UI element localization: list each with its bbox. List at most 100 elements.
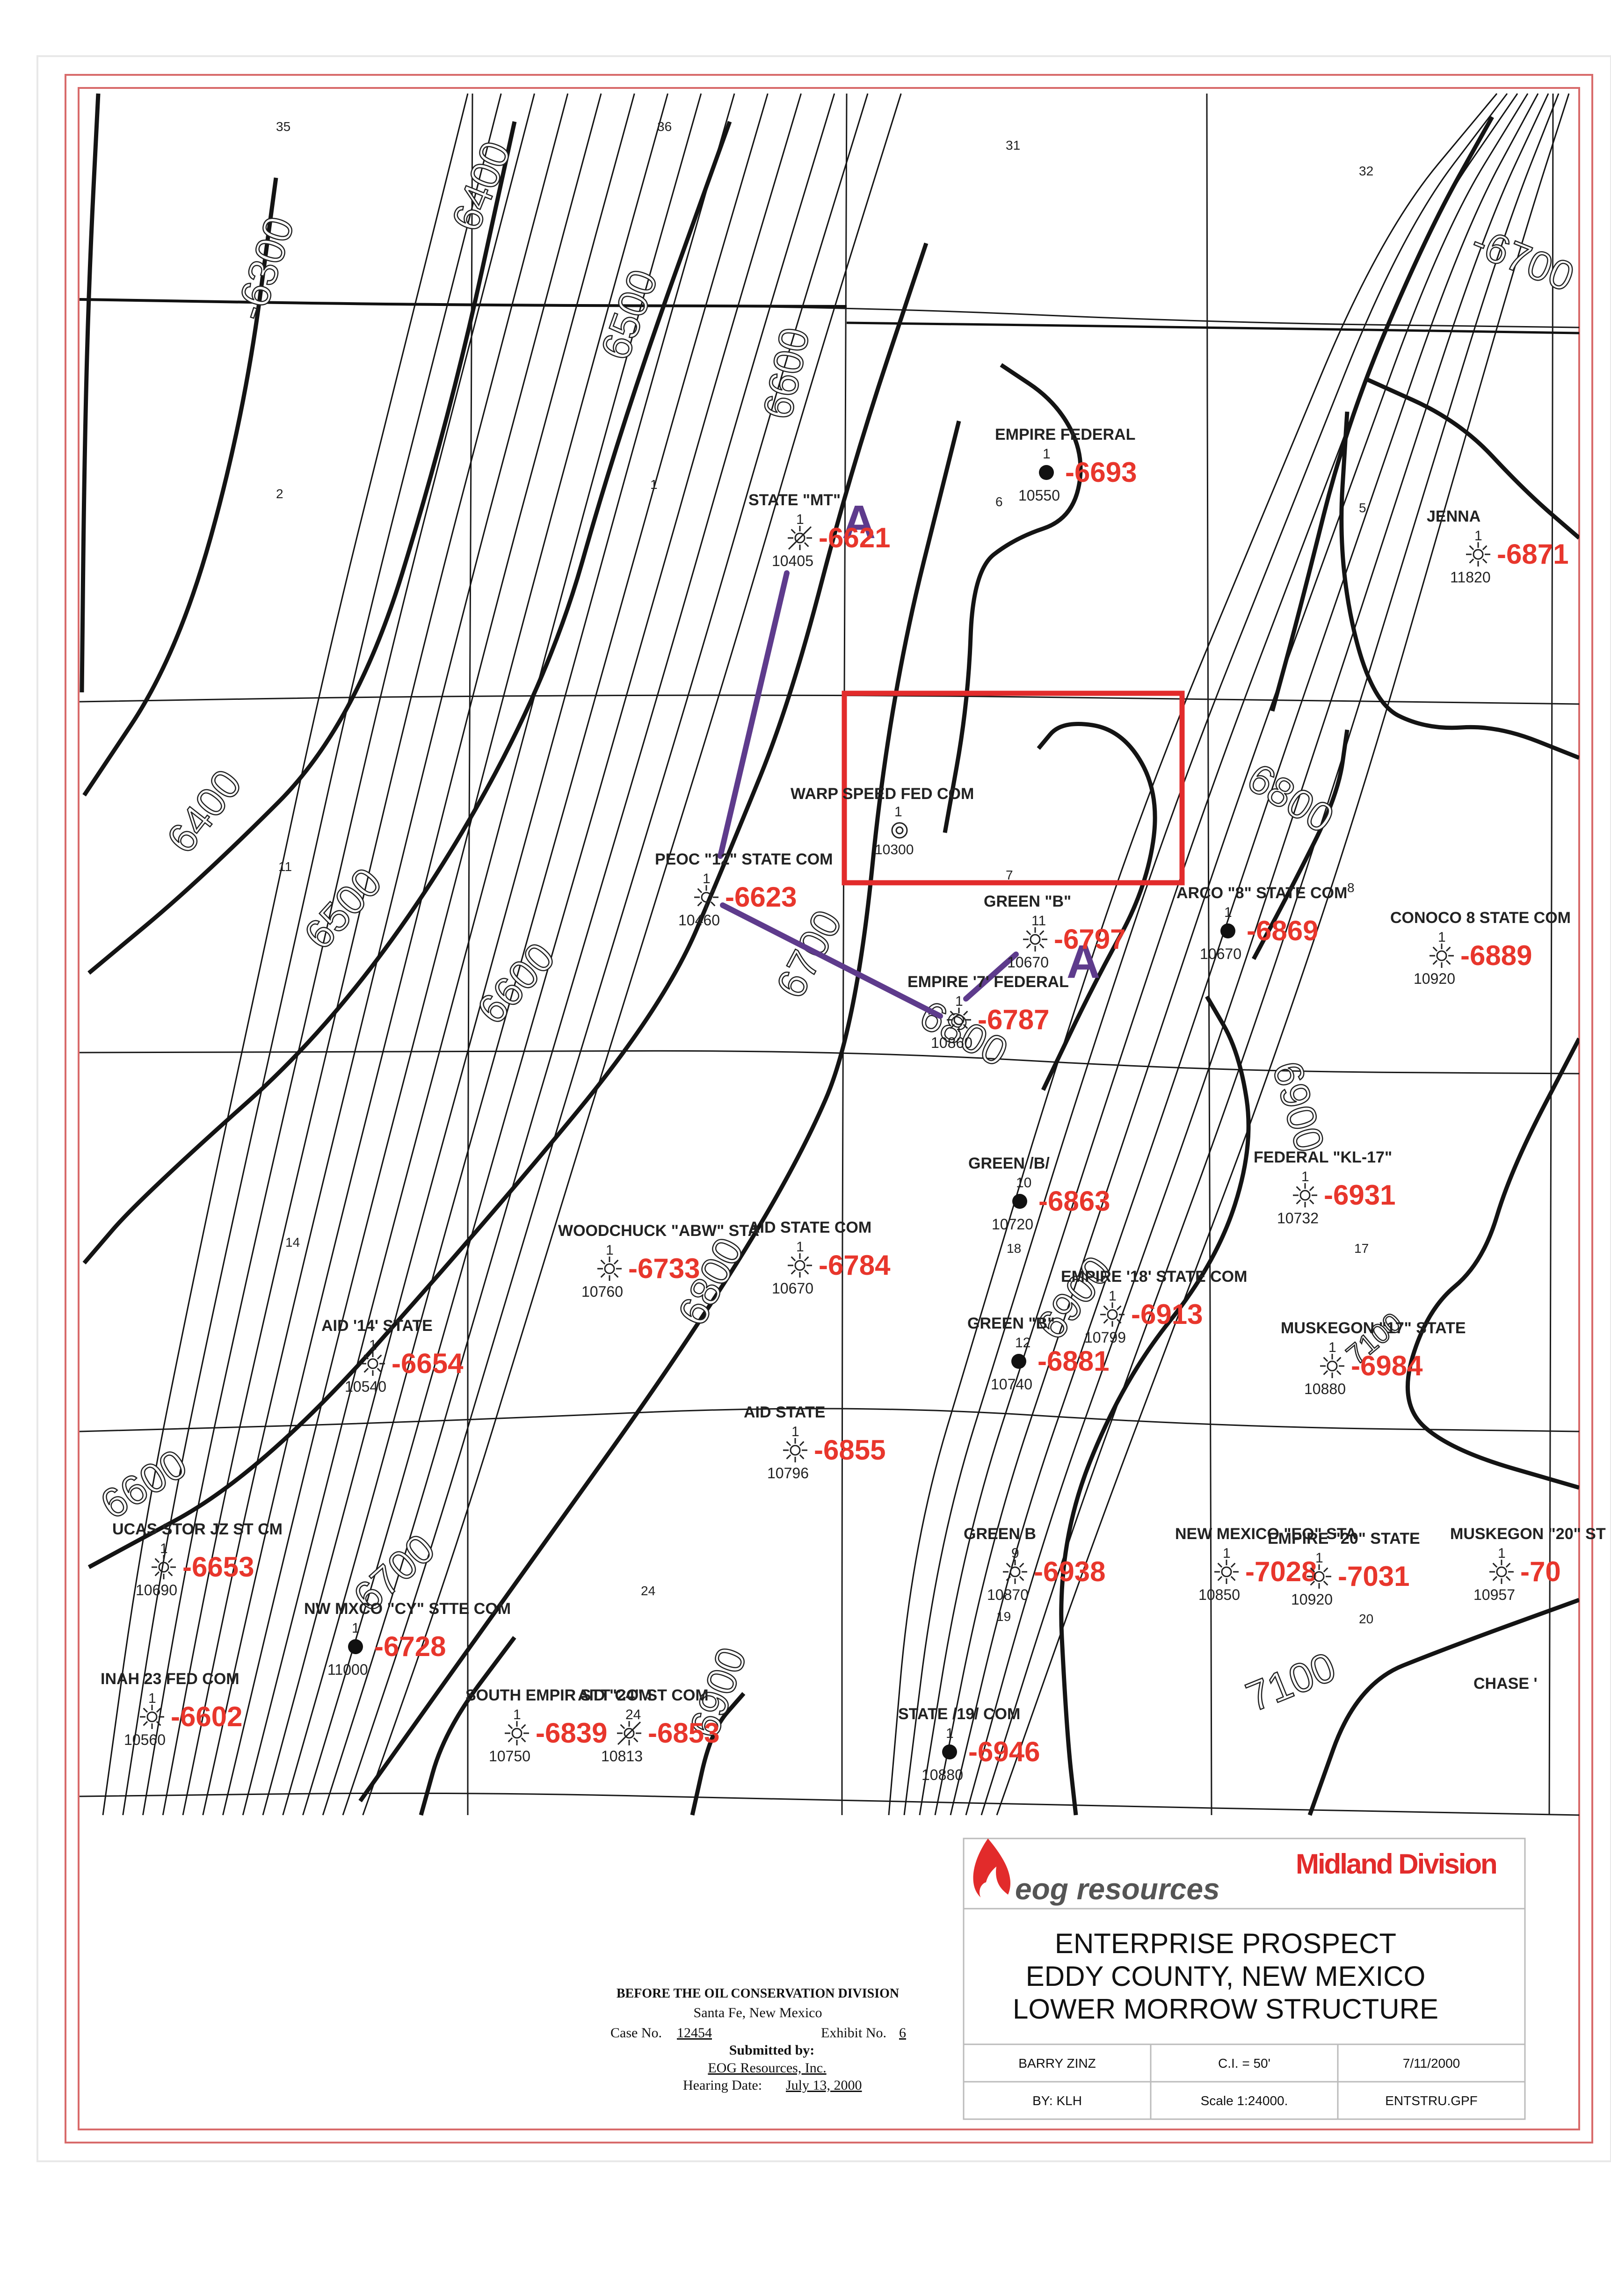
well-total-depth: 10540 xyxy=(345,1378,386,1395)
well-name: PEOC "12" STATE COM xyxy=(655,850,833,868)
well-name: MUSKEGON "20" ST xyxy=(1450,1525,1606,1543)
file-name: ENTSTRU.GPF xyxy=(1385,2093,1478,2108)
well-name: AID '14' STATE xyxy=(321,1317,433,1335)
well-total-depth: 10920 xyxy=(1414,970,1455,987)
well-number: 1 xyxy=(1223,1546,1231,1561)
well-name: ARCO "8" STATE COM xyxy=(1176,884,1347,902)
minor-contour xyxy=(903,93,1508,1816)
cross-section-label-a: A xyxy=(842,496,876,548)
well[interactable]: CHASE ' xyxy=(1473,1675,1538,1693)
section-line xyxy=(79,1050,1579,1075)
well-name: GREEN "B" xyxy=(967,1315,1055,1332)
stamp-line-1: BEFORE THE OIL CONSERVATION DIVISION xyxy=(617,1986,899,2001)
exhibit-label: Exhibit No. xyxy=(821,2025,886,2041)
location-symbol-inner xyxy=(895,826,904,835)
well-name: EMPIRE "20" STATE xyxy=(1268,1530,1420,1548)
well-subsea-depth: -6889 xyxy=(1460,940,1532,971)
minor-contour xyxy=(282,93,769,1816)
well-number: 1 xyxy=(1301,1169,1309,1184)
oil-well-icon xyxy=(1011,1354,1026,1369)
well-subsea-depth: -6913 xyxy=(1131,1299,1203,1330)
section-number: 1 xyxy=(650,477,658,492)
section-number: 11 xyxy=(278,859,292,874)
well-name: AID STATE xyxy=(744,1403,825,1421)
well-number: 12 xyxy=(1015,1335,1030,1351)
well-number: 1 xyxy=(796,512,804,527)
well-number: 1 xyxy=(369,1337,377,1353)
index-contour xyxy=(82,121,732,1264)
section-numbers: 35 36 31 32 2 1 6 5 11 7 8 14 18 17 24 1… xyxy=(276,119,1373,1626)
well-subsea-depth: -6654 xyxy=(392,1348,464,1379)
well-subsea-depth: -6938 xyxy=(1034,1556,1105,1587)
well-total-depth: 10799 xyxy=(1084,1329,1126,1346)
exhibit-number: 6 xyxy=(899,2025,906,2041)
well[interactable]: AID '14' STATE 1 10540 -6654 xyxy=(321,1317,464,1395)
well-subsea-depth: -6797 xyxy=(1054,923,1125,955)
well-name: FEDERAL "KL-17" xyxy=(1254,1148,1392,1166)
gas-well-icon xyxy=(1466,542,1490,567)
well-number: 1 xyxy=(946,1726,954,1741)
minor-contours xyxy=(102,93,1570,1816)
well-name: AID STATE COM xyxy=(748,1219,871,1236)
well-name: NEW MEXICO "EO" STA xyxy=(1175,1525,1357,1543)
well-subsea-depth: -6869 xyxy=(1247,915,1318,946)
well-total-depth: 10732 xyxy=(1277,1210,1319,1227)
section-number: 6 xyxy=(995,494,1003,509)
well-name: CONOCO 8 STATE COM xyxy=(1390,909,1571,927)
hearing-date: July 13, 2000 xyxy=(786,2078,862,2093)
index-contour xyxy=(80,93,101,693)
index-contour xyxy=(943,363,1083,833)
prospect-box xyxy=(842,690,1185,886)
well-number: 1 xyxy=(1224,905,1232,920)
minor-contour xyxy=(302,93,802,1816)
author: BARRY ZINZ xyxy=(1018,2056,1096,2071)
township-line xyxy=(846,321,1579,334)
well-total-depth: 11820 xyxy=(1450,569,1491,586)
well-name: EMPIRE '18' STATE COM xyxy=(1061,1268,1247,1286)
minor-contour xyxy=(142,93,535,1816)
well-subsea-depth: -6693 xyxy=(1065,457,1137,488)
well-total-depth: 10813 xyxy=(601,1748,643,1765)
well-name: CHASE ' xyxy=(1473,1675,1538,1693)
index-contour xyxy=(1405,1037,1579,1490)
index-contour xyxy=(690,1692,746,1816)
well-subsea-depth: -6855 xyxy=(814,1434,885,1466)
well-total-depth: 10690 xyxy=(136,1582,177,1598)
oil-well-icon xyxy=(348,1639,363,1654)
well-number: 1 xyxy=(160,1541,168,1556)
gas-well-icon xyxy=(694,885,718,909)
gas-well-icon xyxy=(947,1008,971,1032)
index-contour xyxy=(1037,722,1157,1091)
exhibit-stamp: BEFORE THE OIL CONSERVATION DIVISION San… xyxy=(610,1986,906,2093)
index-contour xyxy=(1252,729,1350,960)
well-total-depth: 10957 xyxy=(1473,1586,1515,1603)
minor-contour xyxy=(362,93,902,1816)
minor-contour xyxy=(996,93,1570,1816)
